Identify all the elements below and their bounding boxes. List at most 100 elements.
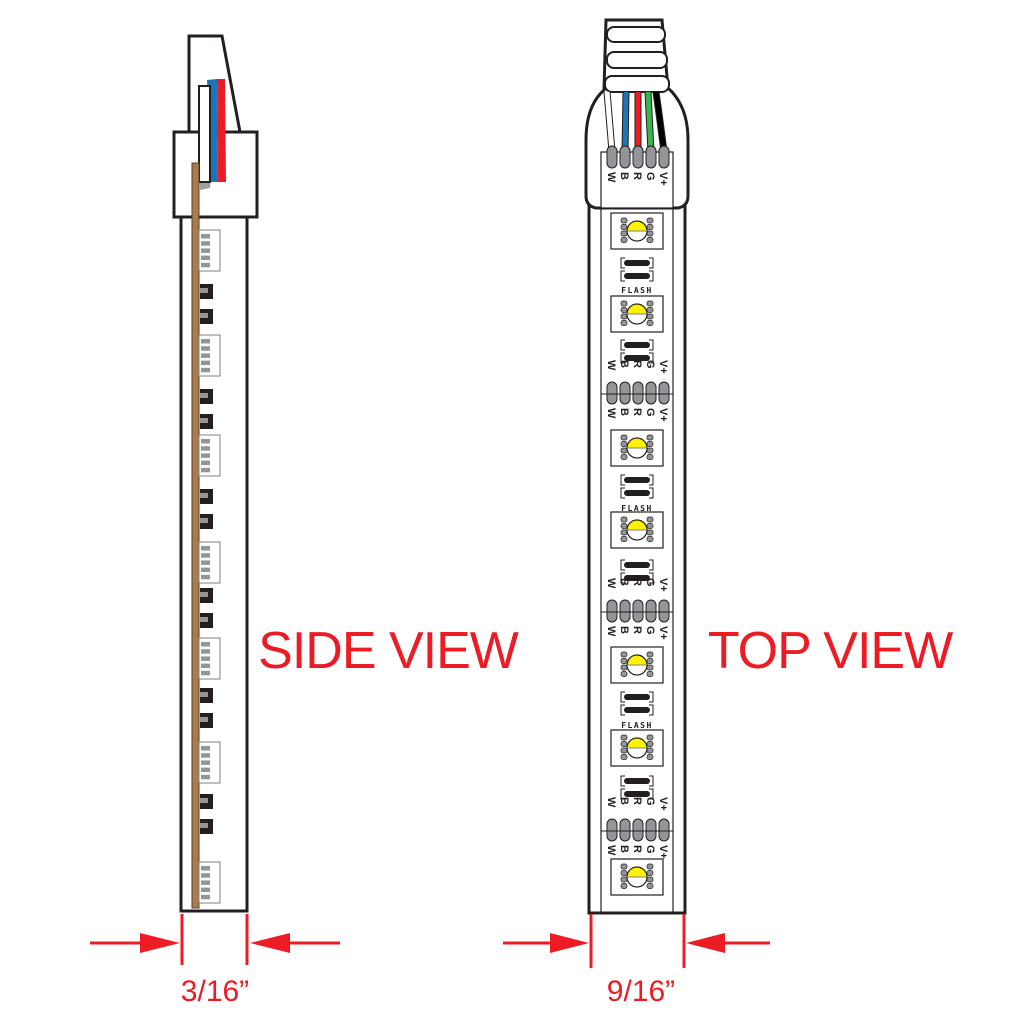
- resistor-pair: [620, 691, 654, 716]
- pin-label: R: [631, 578, 643, 586]
- pin-label: V+: [657, 172, 669, 186]
- flash-label: FLASH: [621, 504, 653, 513]
- side-chip: [200, 284, 213, 299]
- pin-label: V+: [657, 845, 669, 859]
- pin-label: G: [644, 360, 656, 369]
- led-chip: [610, 295, 664, 333]
- pin-label: V+: [657, 797, 669, 811]
- solder-pad: [658, 818, 670, 842]
- pin-label: B: [618, 172, 630, 180]
- arrow-right-icon: [550, 933, 589, 953]
- solder-pad: [645, 145, 657, 169]
- side-chip-group: [200, 284, 213, 834]
- solder-pad: [632, 818, 644, 842]
- side-wire-red: [217, 79, 226, 182]
- side-width-label: 3/16”: [181, 975, 249, 1008]
- wire-g: [645, 91, 654, 153]
- pin-label: W: [605, 172, 617, 183]
- solder-pad: [619, 818, 631, 842]
- solder-pad: [632, 145, 644, 169]
- solder-pad: [606, 599, 618, 623]
- side-chip: [200, 794, 213, 809]
- side-chip: [200, 309, 213, 324]
- pin-label: V+: [657, 578, 669, 592]
- pin-label: W: [605, 797, 617, 808]
- solder-pad: [645, 599, 657, 623]
- solder-pad: [658, 145, 670, 169]
- solder-pad: [619, 381, 631, 405]
- pin-label: G: [644, 845, 656, 854]
- pin-label: B: [618, 626, 630, 634]
- resistor-pair: [620, 474, 654, 499]
- side-led: [198, 637, 221, 680]
- pin-label: V+: [657, 408, 669, 422]
- pin-label: G: [644, 626, 656, 635]
- top-width-label: 9/16”: [607, 975, 675, 1008]
- solder-pad: [632, 381, 644, 405]
- pin-label: V+: [657, 360, 669, 374]
- solder-pad: [606, 818, 618, 842]
- side-view-title: SIDE VIEW: [258, 622, 519, 680]
- resistor-pair: [620, 339, 654, 364]
- side-chip: [200, 489, 213, 504]
- pin-label: G: [644, 408, 656, 417]
- side-chip: [200, 613, 213, 628]
- top-width-dimension: [503, 914, 770, 968]
- pin-label: B: [618, 578, 630, 586]
- led-chip: [610, 511, 664, 549]
- side-chip: [200, 819, 213, 834]
- side-view: SIDE VIEW 3/16”: [90, 34, 520, 1008]
- pin-label: W: [605, 845, 617, 856]
- side-led: [198, 741, 221, 784]
- pin-label: W: [605, 408, 617, 419]
- pin-label: G: [644, 797, 656, 806]
- top-led-group: [610, 212, 664, 896]
- solder-pad: [658, 381, 670, 405]
- pin-label: W: [605, 360, 617, 371]
- led-chip: [610, 212, 664, 250]
- pin-label: G: [644, 578, 656, 587]
- side-led: [198, 229, 221, 272]
- led-chip: [610, 729, 664, 767]
- pin-label: R: [631, 172, 643, 180]
- solder-pad: [632, 599, 644, 623]
- resistor-pair: [620, 257, 654, 282]
- side-led: [198, 434, 221, 477]
- led-chip: [610, 858, 664, 896]
- solder-pad: [606, 145, 618, 169]
- resistor-pair: [620, 559, 654, 584]
- side-chip: [200, 514, 213, 529]
- side-led-group: [198, 229, 221, 904]
- side-wire-white: [198, 85, 211, 183]
- side-chip: [200, 389, 213, 404]
- side-chip: [200, 414, 213, 429]
- pin-label: B: [618, 845, 630, 853]
- wire-b: [622, 91, 629, 153]
- solder-pad: [606, 381, 618, 405]
- pin-label: R: [631, 797, 643, 805]
- resistor-pair: [620, 775, 654, 800]
- led-chip: [610, 429, 664, 467]
- top-view-title: TOP VIEW: [708, 622, 953, 680]
- pin-label: W: [605, 578, 617, 589]
- solder-pad: [645, 818, 657, 842]
- pin-label: B: [618, 360, 630, 368]
- flash-label: FLASH: [621, 286, 653, 295]
- pin-label: B: [618, 408, 630, 416]
- pin-label: V+: [657, 626, 669, 640]
- arrow-left-icon: [686, 933, 725, 953]
- solder-pad: [619, 599, 631, 623]
- top-resistor-group: [620, 257, 654, 800]
- solder-pad: [645, 381, 657, 405]
- pin-label: R: [631, 626, 643, 634]
- pin-label: R: [631, 408, 643, 416]
- led-chip: [610, 646, 664, 684]
- pin-label: W: [605, 626, 617, 637]
